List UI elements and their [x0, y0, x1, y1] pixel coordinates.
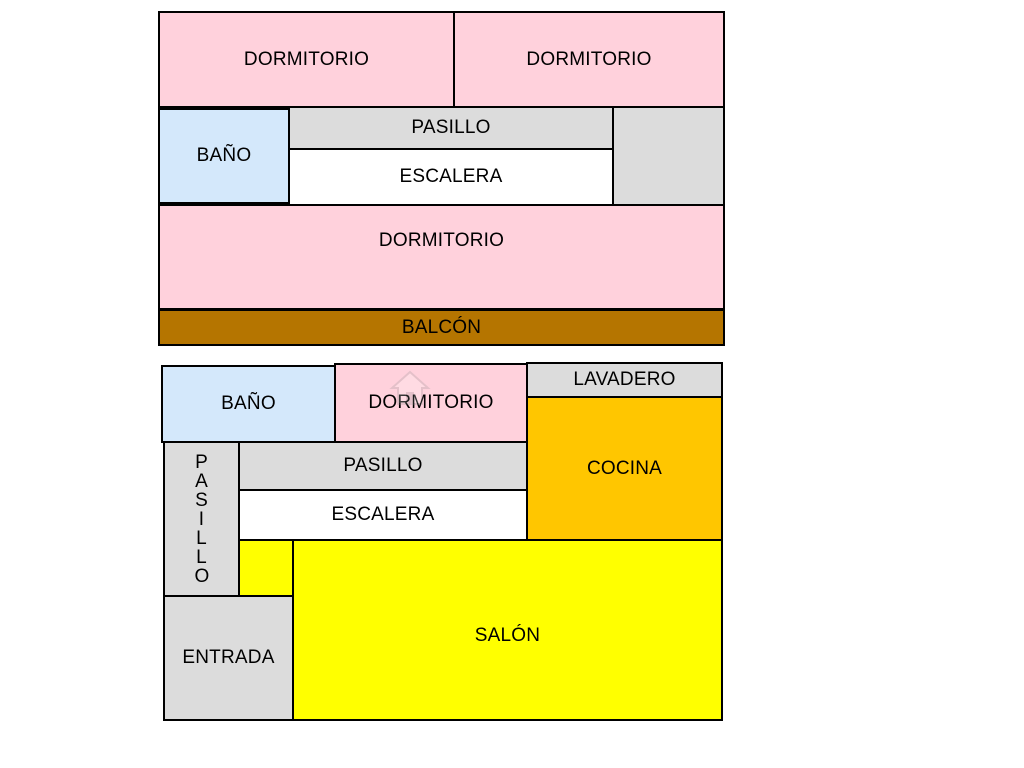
- lower-entrada-label: ENTRADA: [182, 647, 275, 668]
- lower-pasillo-label: PASILLO: [343, 455, 423, 476]
- upper-dormitorio-1: DORMITORIO: [158, 11, 455, 108]
- upper-balcon: BALCÓN: [158, 309, 725, 346]
- lower-entrada: ENTRADA: [163, 595, 294, 721]
- lower-pasillo: PASILLO: [238, 441, 528, 491]
- upper-pasillo-label: PASILLO: [411, 117, 491, 138]
- lower-dormitorio: DORMITORIO: [334, 363, 528, 443]
- upper-bano: BAÑO: [158, 108, 290, 204]
- lower-pasillo-vertical-label: PASILLO: [194, 451, 210, 587]
- upper-closet: [612, 106, 725, 206]
- lower-escalera-label: ESCALERA: [331, 504, 435, 525]
- upper-dormitorio-3-label: DORMITORIO: [378, 230, 505, 251]
- lower-salon-nook: [238, 539, 294, 597]
- lower-lavadero-label: LAVADERO: [573, 369, 676, 390]
- upper-pasillo: PASILLO: [288, 106, 614, 150]
- upper-escalera-label: ESCALERA: [399, 166, 503, 187]
- lower-cocina-label: COCINA: [586, 457, 663, 479]
- lower-bano-label: BAÑO: [221, 393, 276, 414]
- upper-dormitorio-2: DORMITORIO: [453, 11, 725, 108]
- lower-bano: BAÑO: [161, 365, 336, 443]
- upper-balcon-label: BALCÓN: [401, 316, 482, 338]
- lower-dormitorio-label: DORMITORIO: [368, 392, 494, 413]
- upper-bano-label: BAÑO: [196, 145, 252, 166]
- upper-dormitorio-1-label: DORMITORIO: [243, 48, 370, 70]
- lower-cocina: COCINA: [526, 396, 723, 541]
- upper-escalera: ESCALERA: [288, 148, 614, 206]
- lower-escalera: ESCALERA: [238, 489, 528, 541]
- upper-dormitorio-2-label: DORMITORIO: [526, 48, 652, 70]
- lower-salon-label: SALÓN: [474, 625, 541, 646]
- upper-dormitorio-3: DORMITORIO: [158, 204, 725, 310]
- lower-lavadero: LAVADERO: [526, 362, 723, 398]
- lower-pasillo-vertical: PASILLO: [163, 441, 240, 597]
- lower-salon: SALÓN: [292, 539, 723, 721]
